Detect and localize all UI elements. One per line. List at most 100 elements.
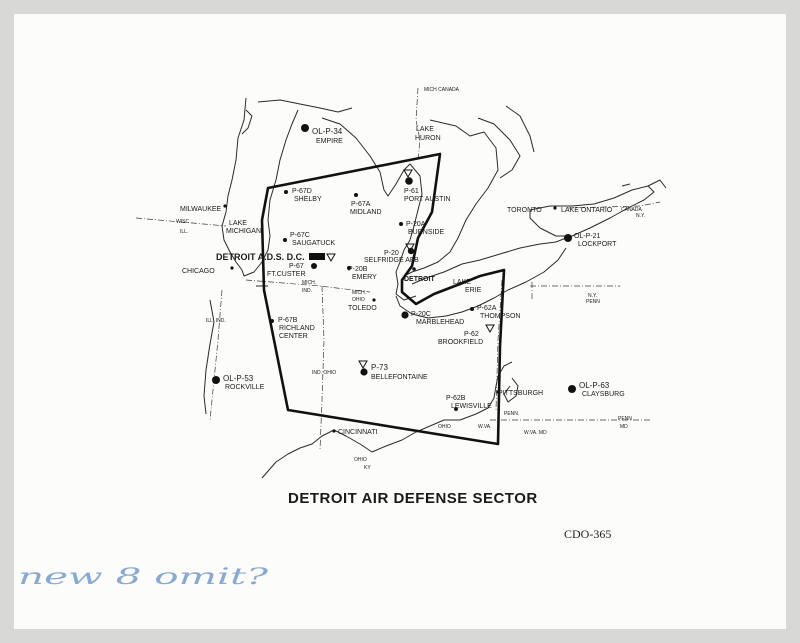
marker-pittsburgh-dot xyxy=(496,390,500,394)
sublabel-p-20b: EMERY xyxy=(352,274,377,281)
sublabel-p-20c: MARBLEHEAD xyxy=(416,319,464,326)
border-ny-penn-1: N.Y. xyxy=(588,293,597,299)
sublabel-ol-p-53: ROCKVILLE xyxy=(225,384,265,391)
border-ohio-ky-1: OHIO xyxy=(354,457,367,463)
border-mich-canada: MICH CANADA xyxy=(424,87,460,93)
georgian-bay xyxy=(477,105,535,179)
marker-p-62a xyxy=(470,307,474,311)
label-p-20: P-20 xyxy=(384,250,399,257)
marker-p-20c xyxy=(401,311,409,319)
lake-michigan-west-shore xyxy=(221,97,247,271)
triangle-markers xyxy=(326,169,495,370)
lake-erie-north-shore xyxy=(411,237,567,285)
marker-p-67 xyxy=(311,263,317,269)
sublabel-p-67c: SAUGATUCK xyxy=(292,240,335,247)
marker-p-67b xyxy=(270,319,274,323)
label-p-67d: P-67D xyxy=(292,188,312,195)
label-p-62a: P-62A xyxy=(477,305,497,312)
wisc-ill-border xyxy=(135,217,227,227)
sublabel-p-62b: LEWISVILLE xyxy=(451,403,492,410)
border-ohio-ky-2: KY xyxy=(364,465,371,471)
place-lake-michigan-1: LAKE xyxy=(229,220,247,227)
border-penn-md-2: MD xyxy=(620,424,628,430)
state-borders xyxy=(135,87,661,451)
border-ind: IND. xyxy=(302,288,312,294)
handwritten-note: new 8 omit? xyxy=(18,565,268,590)
place-toronto: TORONTO xyxy=(507,207,542,214)
triangle-p-73 xyxy=(358,360,368,370)
sublabel-p-67d: SHELBY xyxy=(294,196,322,203)
label-p-20b: P-20B xyxy=(348,266,368,273)
site-markers xyxy=(212,124,576,433)
marker-toronto-dot xyxy=(553,206,557,210)
sublabel-p-67a: MIDLAND xyxy=(350,209,382,216)
sublabel-p-67: FT.CUSTER xyxy=(267,271,306,278)
triangle-hq xyxy=(326,253,336,263)
marker-p-73 xyxy=(360,368,368,376)
ohio-river xyxy=(261,361,513,479)
border-ill-ind: ILL. IND. xyxy=(206,318,226,324)
catalog-code: CDO-365 xyxy=(564,527,611,541)
border-ill: ILL. xyxy=(180,229,188,235)
border-wisc: WISC xyxy=(176,219,189,225)
sublabel-ol-p-34: EMPIRE xyxy=(316,138,343,145)
marker-p-62b xyxy=(454,407,458,411)
marker-p-61 xyxy=(405,177,413,185)
sector-boundary xyxy=(260,152,506,446)
sublabel-p-62: BROOKFIELD xyxy=(438,339,483,346)
place-toledo: TOLEDO xyxy=(348,305,377,312)
sublabel-p-67b-1: RICHLAND xyxy=(279,325,315,332)
marker-chicago-dot xyxy=(230,266,234,270)
marker-ol-p-21 xyxy=(564,234,572,242)
label-ol-p-63: OL-P-63 xyxy=(579,381,610,390)
marker-cincinnati-dot xyxy=(332,429,336,433)
mich-canada-border xyxy=(415,87,421,161)
border-wva: W.VA. xyxy=(478,424,492,430)
door-peninsula xyxy=(241,109,253,135)
label-p-20c: P-20C xyxy=(411,311,431,318)
place-lake-michigan-2: MICHIGAN xyxy=(226,228,261,235)
border-ohio-wva: OHIO xyxy=(438,424,451,430)
place-lake-erie-2: ERIE xyxy=(465,287,482,294)
sublabel-p-67b-2: CENTER xyxy=(279,333,308,340)
border-mich-ind: MICH. xyxy=(302,280,316,286)
site-labels: OL-P-34 EMPIRE P-67D SHELBY P-67A MIDLAN… xyxy=(223,127,625,410)
place-chicago: CHICAGO xyxy=(182,268,215,275)
place-pittsburgh: PITTSBURGH xyxy=(498,390,543,397)
place-lake-ontario: LAKE ONTARIO xyxy=(561,207,613,214)
sublabel-p-73: BELLEFONTAINE xyxy=(371,374,428,381)
border-ohio-top: OHIO xyxy=(352,297,365,303)
marker-p-67a xyxy=(354,193,358,197)
marker-detroit xyxy=(412,267,416,271)
ind-ohio-border xyxy=(319,285,325,451)
paper-sheet xyxy=(14,14,786,629)
marker-ol-p-53 xyxy=(212,376,220,384)
label-p-62: P-62 xyxy=(464,331,479,338)
marker-toledo xyxy=(372,298,376,302)
label-ol-p-21: OL-P-21 xyxy=(574,233,601,240)
border-ny-penn-2: PENN xyxy=(586,299,600,305)
hq-flag xyxy=(309,253,325,260)
pittsburgh-river xyxy=(503,377,519,403)
marker-p-67d xyxy=(284,190,288,194)
triangle-p-62 xyxy=(485,324,495,334)
marker-ol-p-34 xyxy=(301,124,309,132)
western-river xyxy=(203,299,215,415)
border-canada: CANADA xyxy=(621,207,643,213)
border-penn-md-1: PENN xyxy=(618,416,632,422)
lake-ontario xyxy=(529,185,655,237)
sublabel-p-62a: THOMPSON xyxy=(480,313,520,320)
marker-milwaukee-dot xyxy=(223,204,227,208)
sublabel-ol-p-63: CLAYSBURG xyxy=(582,391,625,398)
border-penn: PENN. xyxy=(504,411,519,417)
map-title: DETROIT AIR DEFENSE SECTOR xyxy=(288,490,538,507)
border-ny: N.Y. xyxy=(636,213,645,219)
triangle-p-61 xyxy=(403,169,413,179)
place-detroit: DETROIT xyxy=(404,276,435,283)
sublabel-ol-p-21: LOCKPORT xyxy=(578,241,617,248)
sector-hq-label: DETROIT A.D.S. D.C. xyxy=(216,252,305,262)
label-p-73: P-73 xyxy=(371,363,388,372)
sublabel-p-20a: BURNSIDE xyxy=(408,229,445,236)
marker-p-20a xyxy=(399,222,403,226)
place-lake-huron-1: LAKE xyxy=(416,126,434,133)
